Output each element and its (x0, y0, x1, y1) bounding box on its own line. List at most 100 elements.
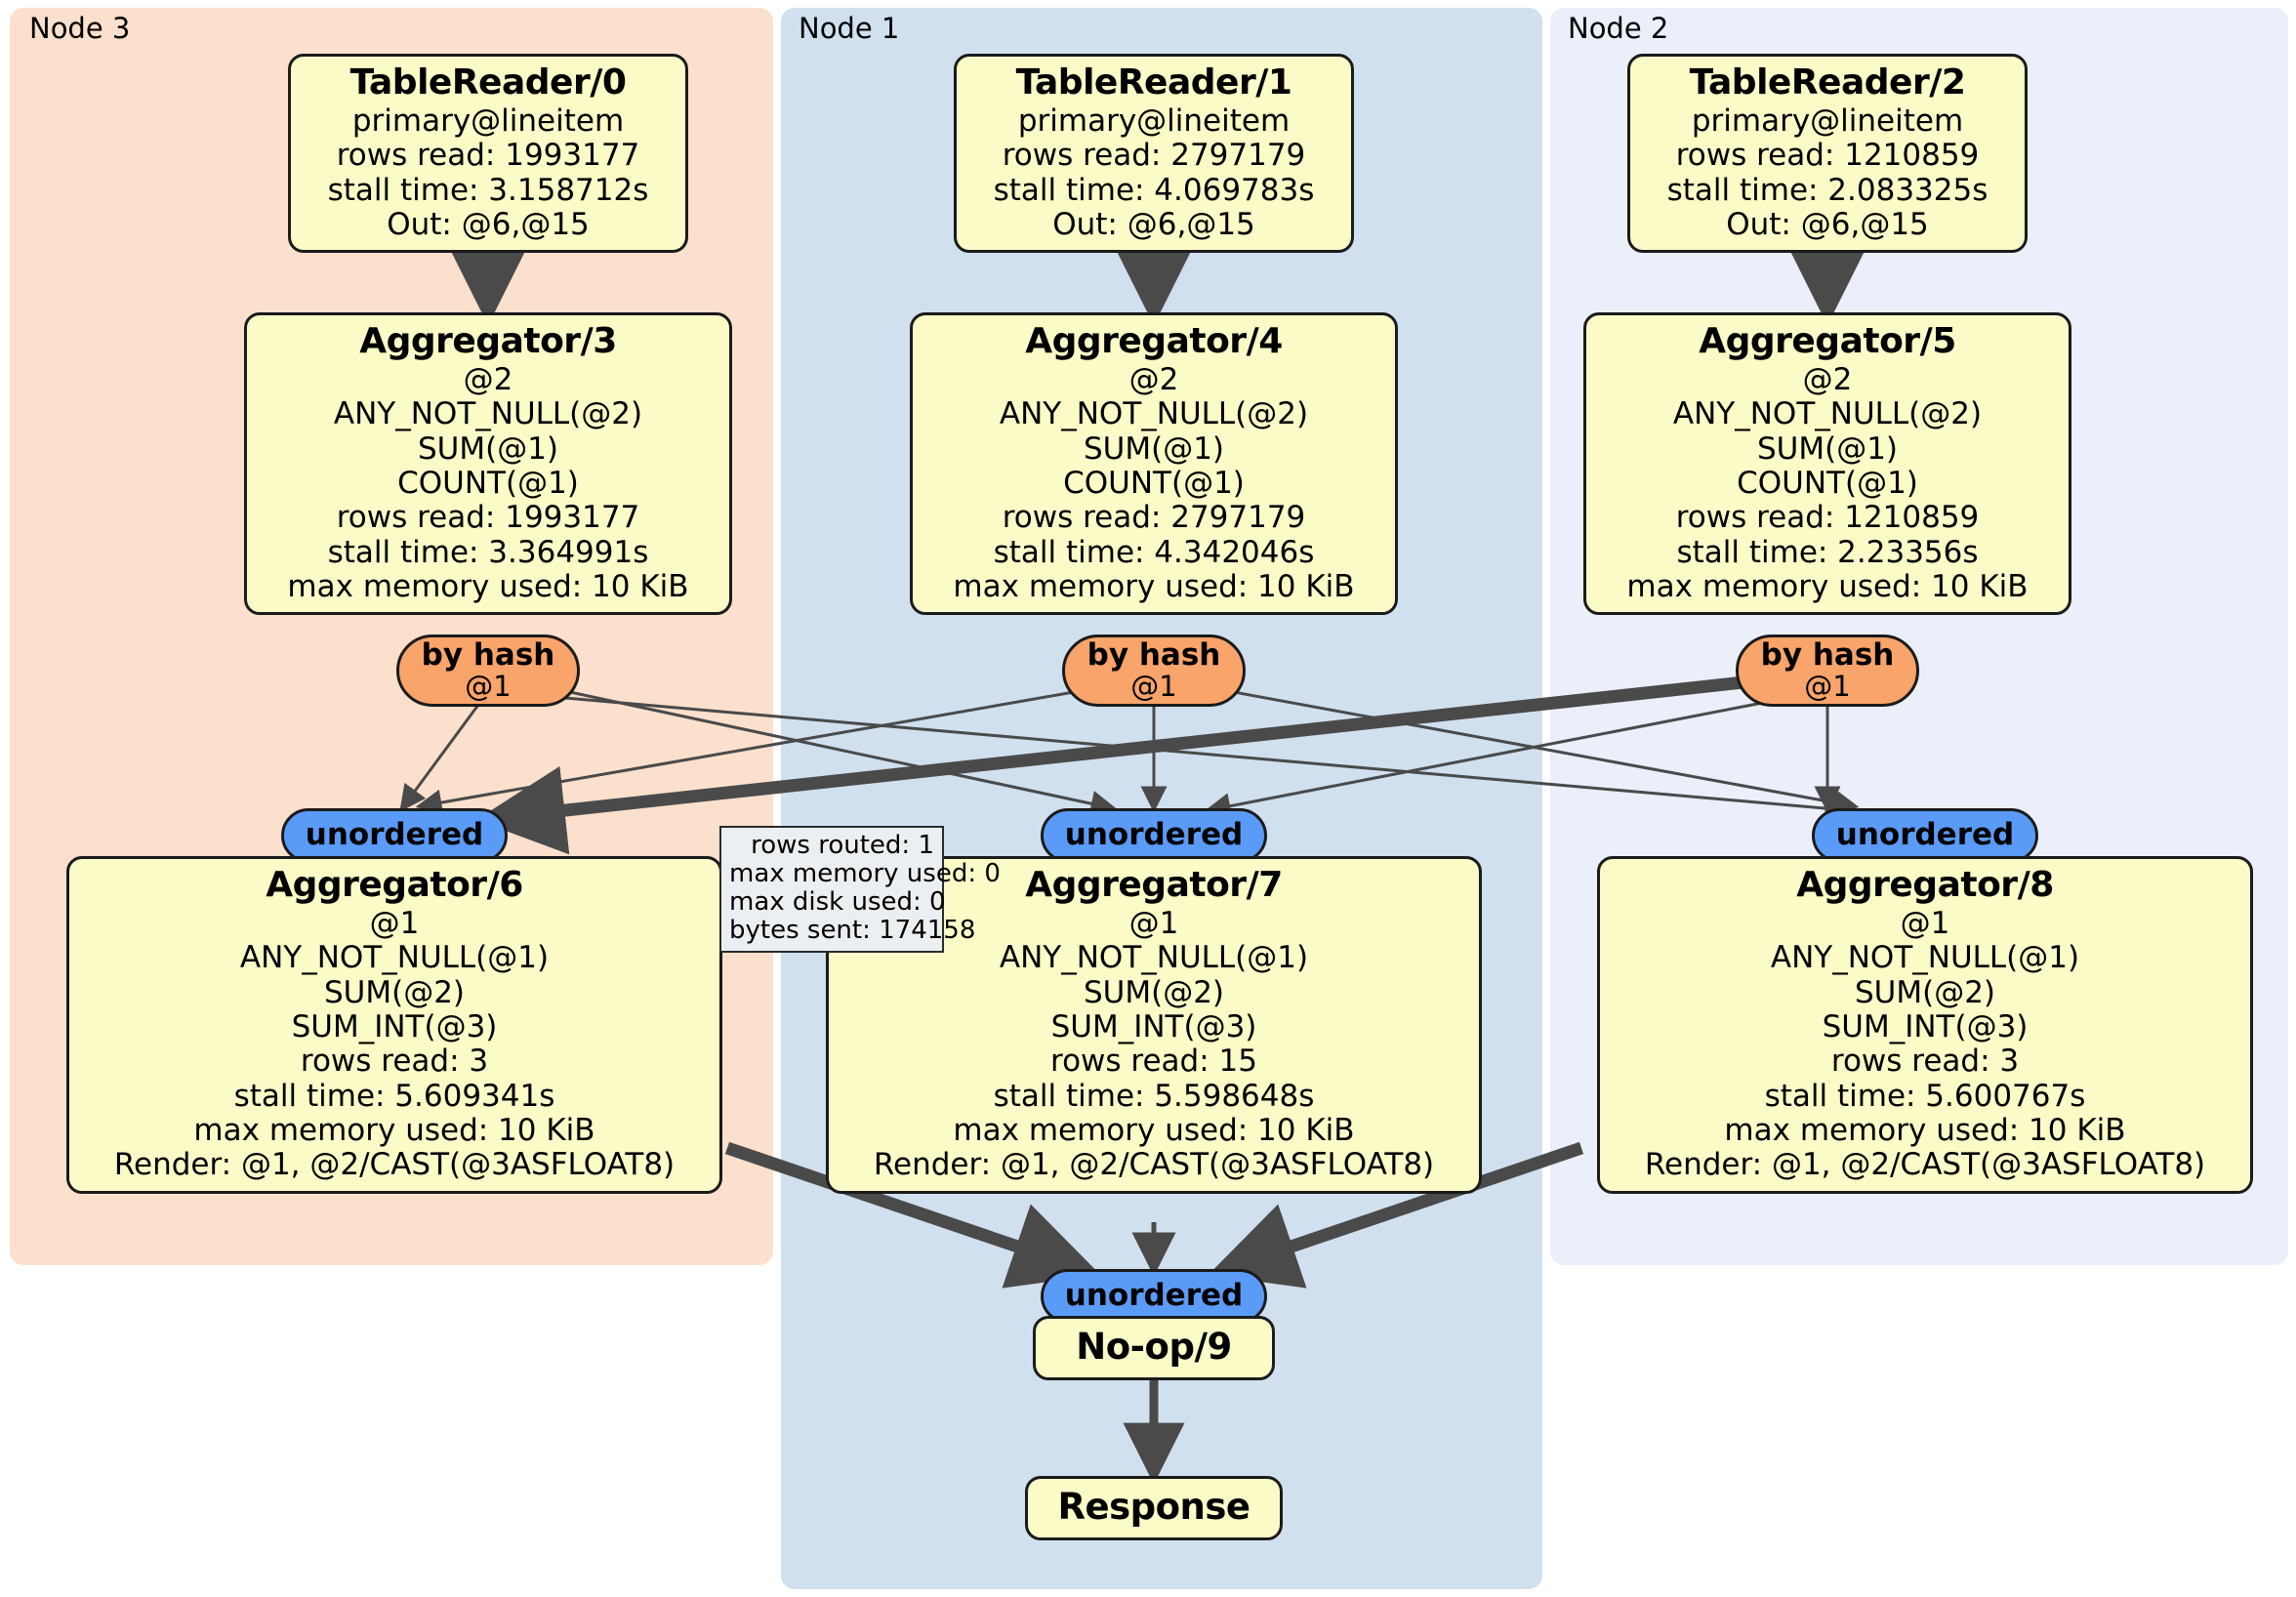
stats-line: max disk used: 0 (729, 887, 946, 918)
router-stats-tooltip: rows routed: 1 max memory used: 0 max di… (719, 826, 1001, 954)
router-unordered-node3[interactable]: unordered (281, 808, 508, 863)
stats-line: max memory used: 0 (729, 859, 1001, 889)
operator-detail: max memory used: 10 KiB (1724, 1113, 2126, 1148)
operator-detail: rows read: 15 (1050, 1044, 1257, 1080)
operator-detail: COUNT(@1) (1737, 466, 1918, 502)
operator-response[interactable]: Response (1025, 1476, 1283, 1541)
operator-detail: @2 (463, 362, 513, 398)
router-column: @1 (1130, 670, 1177, 704)
cluster-label-node1: Node 1 (799, 12, 900, 45)
operator-tablereader-0[interactable]: TableReader/0 primary@lineitem rows read… (288, 54, 688, 254)
operator-detail: stall time: 5.609341s (233, 1078, 555, 1114)
operator-detail: stall time: 5.598648s (993, 1078, 1315, 1114)
cluster-label-node2: Node 2 (1568, 12, 1669, 45)
operator-detail: SUM_INT(@3) (1050, 1009, 1257, 1045)
operator-tablereader-2[interactable]: TableReader/2 primary@lineitem rows read… (1627, 54, 2028, 254)
router-label: by hash (1760, 636, 1895, 673)
operator-title: Aggregator/8 (1796, 865, 2054, 905)
stats-line: rows routed: 1 (751, 831, 934, 860)
operator-detail: ANY_NOT_NULL(@2) (1672, 396, 1983, 432)
operator-detail: stall time: 4.069783s (993, 172, 1315, 208)
operator-title: Response (1057, 1486, 1250, 1528)
operator-detail: ANY_NOT_NULL(@1) (999, 940, 1309, 976)
operator-detail: rows read: 3 (300, 1044, 489, 1080)
router-column: @1 (1804, 670, 1851, 704)
operator-title: Aggregator/5 (1699, 321, 1956, 361)
operator-aggregator-7[interactable]: Aggregator/7 @1 ANY_NOT_NULL(@1) SUM(@2)… (826, 856, 1482, 1194)
operator-detail: SUM(@1) (1083, 430, 1225, 467)
operator-detail: Out: @6,@15 (1726, 207, 1929, 243)
operator-detail: rows read: 1993177 (336, 138, 640, 174)
operator-detail: COUNT(@1) (1063, 466, 1245, 502)
operator-detail: ANY_NOT_NULL(@2) (333, 396, 643, 432)
router-label: unordered (1064, 817, 1244, 853)
operator-noop-9[interactable]: No-op/9 (1033, 1316, 1275, 1381)
operator-detail: stall time: 4.342046s (993, 534, 1315, 570)
operator-title: Aggregator/4 (1025, 321, 1283, 361)
operator-aggregator-6[interactable]: Aggregator/6 @1 ANY_NOT_NULL(@1) SUM(@2)… (66, 856, 722, 1194)
operator-detail: primary@lineitem (351, 103, 625, 140)
stats-line: bytes sent: 174158 (729, 916, 976, 946)
operator-detail: max memory used: 10 KiB (287, 569, 689, 604)
operator-title: TableReader/1 (1015, 62, 1292, 102)
operator-tablereader-1[interactable]: TableReader/1 primary@lineitem rows read… (954, 54, 1354, 254)
operator-title: TableReader/0 (349, 62, 627, 102)
operator-detail: SUM(@2) (323, 974, 466, 1010)
operator-detail: ANY_NOT_NULL(@1) (239, 940, 550, 976)
operator-detail: SUM(@2) (1083, 974, 1225, 1010)
operator-detail: @1 (1128, 906, 1179, 942)
operator-title: No-op/9 (1076, 1326, 1232, 1368)
operator-detail: stall time: 2.083325s (1666, 172, 1988, 208)
operator-aggregator-4[interactable]: Aggregator/4 @2 ANY_NOT_NULL(@2) SUM(@1)… (910, 312, 1398, 616)
router-column: @1 (465, 670, 512, 704)
operator-detail: ANY_NOT_NULL(@1) (1770, 940, 2080, 976)
router-label: unordered (1835, 817, 2015, 853)
router-by-hash-node3[interactable]: by hash @1 (396, 635, 580, 707)
operator-detail: primary@lineitem (1691, 103, 1964, 140)
operator-detail: max memory used: 10 KiB (193, 1113, 595, 1148)
operator-detail: Render: @1, @2/CAST(@3ASFLOAT8) (873, 1147, 1435, 1183)
operator-detail: rows read: 1210859 (1675, 138, 1980, 174)
operator-detail: primary@lineitem (1017, 103, 1291, 140)
operator-detail: Render: @1, @2/CAST(@3ASFLOAT8) (113, 1147, 676, 1183)
operator-detail: ANY_NOT_NULL(@2) (999, 396, 1309, 432)
router-by-hash-node1[interactable]: by hash @1 (1062, 635, 1246, 707)
operator-title: Aggregator/6 (266, 865, 523, 905)
router-unordered-node2[interactable]: unordered (1812, 808, 2038, 863)
operator-detail: max memory used: 10 KiB (953, 569, 1355, 604)
operator-detail: SUM_INT(@3) (291, 1009, 498, 1045)
operator-title: TableReader/2 (1689, 62, 1966, 102)
operator-detail: stall time: 5.600767s (1764, 1078, 2086, 1114)
operator-aggregator-5[interactable]: Aggregator/5 @2 ANY_NOT_NULL(@2) SUM(@1)… (1583, 312, 2071, 616)
operator-detail: stall time: 2.23356s (1676, 534, 1979, 570)
operator-aggregator-3[interactable]: Aggregator/3 @2 ANY_NOT_NULL(@2) SUM(@1)… (244, 312, 732, 616)
router-unordered-node1[interactable]: unordered (1041, 808, 1267, 863)
operator-detail: @2 (1128, 362, 1179, 398)
operator-detail: SUM_INT(@3) (1822, 1009, 2029, 1045)
router-by-hash-node2[interactable]: by hash @1 (1736, 635, 1919, 707)
operator-detail: max memory used: 10 KiB (1626, 569, 2029, 604)
router-label: by hash (421, 636, 555, 673)
router-label: unordered (305, 817, 484, 853)
operator-detail: rows read: 1993177 (336, 500, 640, 536)
operator-detail: SUM(@2) (1854, 974, 1996, 1010)
operator-detail: rows read: 2797179 (1002, 500, 1306, 536)
operator-detail: @2 (1802, 362, 1853, 398)
operator-detail: rows read: 2797179 (1002, 138, 1306, 174)
operator-aggregator-8[interactable]: Aggregator/8 @1 ANY_NOT_NULL(@1) SUM(@2)… (1597, 856, 2253, 1194)
operator-detail: COUNT(@1) (397, 466, 579, 502)
operator-detail: Out: @6,@15 (1052, 207, 1255, 243)
router-label: unordered (1064, 1278, 1244, 1314)
operator-detail: max memory used: 10 KiB (953, 1113, 1355, 1148)
operator-title: Aggregator/7 (1025, 865, 1283, 905)
cluster-label-node3: Node 3 (29, 12, 131, 45)
operator-detail: Out: @6,@15 (387, 207, 590, 243)
operator-detail: stall time: 3.364991s (327, 534, 649, 570)
operator-detail: stall time: 3.158712s (327, 172, 649, 208)
operator-detail: rows read: 3 (1830, 1044, 2020, 1080)
operator-detail: @1 (1900, 906, 1950, 942)
operator-detail: SUM(@1) (1756, 430, 1899, 467)
operator-detail: Render: @1, @2/CAST(@3ASFLOAT8) (1644, 1147, 2206, 1183)
operator-title: Aggregator/3 (359, 321, 617, 361)
